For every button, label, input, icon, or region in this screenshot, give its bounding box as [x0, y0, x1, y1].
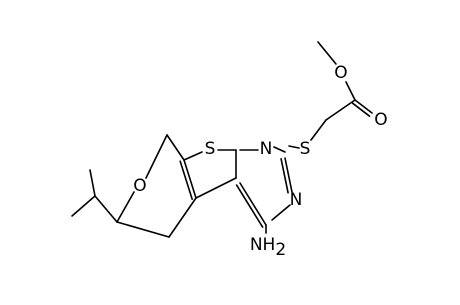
bond-carbonyl-double: [354, 99, 373, 114]
bond-opyran-ch: [116, 191, 135, 223]
bond-carbonyl-double-second: [351, 102, 371, 117]
atom-label-carbonyl-oxygen: O: [374, 110, 387, 130]
amine-subscript: 2: [275, 240, 286, 260]
bond-carbonyl-ch2: [325, 99, 356, 121]
atom-label-pyran-oxygen: O: [133, 176, 146, 196]
bond-c2-n1-second: [280, 158, 289, 194]
atom-label-thioether-sulfur: S: [300, 139, 311, 159]
bond-c3t-c4a: [195, 177, 237, 199]
amine-nh-text: NH: [250, 235, 276, 255]
atom-label-thiophene-sulfur: S: [205, 139, 216, 159]
bond-isopropyl-methyl1: [71, 195, 96, 217]
bond-isopropyl-methyl2: [89, 169, 96, 197]
bond-ch-isopropyl: [94, 195, 118, 223]
bond-c4-c4a-second: [235, 184, 264, 228]
bond-c2-n3: [273, 146, 286, 153]
bond-methyl-oxygen: [317, 41, 337, 65]
bond-ch2bottom-c3t: [168, 197, 197, 238]
bond-c2t-c3t: [183, 159, 197, 199]
bond-c2t-ch2: [166, 134, 185, 161]
bond-c2-n1: [284, 157, 293, 193]
bond-c2t-c3t-second: [179, 160, 193, 201]
bond-ch-ch2bottom: [116, 221, 170, 238]
bond-n1-c4: [271, 204, 291, 221]
bond-sthioph-c2t: [183, 151, 203, 161]
atom-label-ring-nitrogen-bottom: N: [290, 190, 303, 210]
bond-ch2-sulfur: [310, 119, 327, 141]
atom-label-ring-nitrogen-top: N: [260, 139, 273, 159]
bond-lines: [71, 41, 373, 238]
bond-ch2-opyran: [145, 134, 168, 179]
bond-sulfur-c2: [288, 145, 300, 149]
atom-label-methoxy-oxygen: O: [334, 63, 347, 83]
atom-label-amine: NH2: [250, 235, 286, 260]
bond-oxygen-carbonyl-carbon: [345, 81, 356, 101]
bond-c4-c4a: [239, 182, 267, 226]
